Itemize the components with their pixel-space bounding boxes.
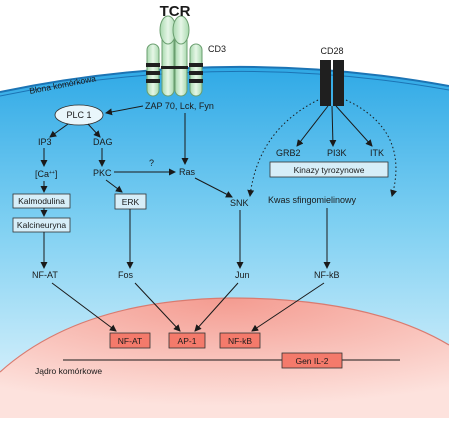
nfat-nuclear-label: NF-AT <box>118 336 142 346</box>
nfkb-nuclear-box <box>219 332 261 349</box>
plc1-node <box>54 104 104 126</box>
pathway-arrows <box>40 105 373 332</box>
gen-il2-label: Gen IL-2 <box>295 356 328 366</box>
cd28-label: CD28 <box>320 46 343 56</box>
kinazy-label: Kinazy tyrozynowe <box>294 165 365 175</box>
pkc-label: PKC <box>93 168 112 178</box>
itk-label: ITK <box>370 148 384 158</box>
ap1-nuclear-box <box>168 332 206 349</box>
kwas-label: Kwas sfingomielinowy <box>268 195 357 205</box>
grb2-label: GRB2 <box>276 148 301 158</box>
jun-label: Jun <box>235 270 250 280</box>
zap70-label: ZAP 70, Lck, Fyn <box>145 101 214 111</box>
fos-label: Fos <box>118 270 134 280</box>
kinazy-box <box>269 161 389 178</box>
question-label: ? <box>149 158 154 168</box>
nfat-nuclear-box <box>109 332 151 349</box>
kalmodulina-box <box>12 193 71 209</box>
ras-label: Ras <box>179 167 196 177</box>
nfat-cyto-label: NF-AT <box>32 270 58 280</box>
cell-membrane <box>0 65 449 93</box>
ip3-label: IP3 <box>38 137 52 147</box>
plc1-label: PLC 1 <box>66 110 91 120</box>
dag-label: DAG <box>93 137 113 147</box>
ca-label: [Ca++] <box>35 169 57 179</box>
ap1-nuclear-label: AP-1 <box>178 336 197 346</box>
nfkb-nuclear-label: NF-kB <box>228 336 252 346</box>
tcr-receptor <box>146 15 203 97</box>
cd28-receptor <box>320 60 344 106</box>
nucleus-label: Jądro komórkowe <box>35 366 102 376</box>
dotted-pathways <box>247 99 397 197</box>
kalcineuryna-box <box>12 217 71 233</box>
kalmodulina-label: Kalmodulina <box>18 196 65 206</box>
gen-il2-box <box>281 352 343 369</box>
tcr-label: TCR <box>160 3 191 20</box>
cd3-label: CD3 <box>208 44 226 54</box>
erk-label: ERK <box>122 197 140 207</box>
kalcineuryna-label: Kalcineuryna <box>17 220 66 230</box>
pi3k-label: PI3K <box>327 148 347 158</box>
nfkb-cyto-label: NF-kB <box>314 270 340 280</box>
snk-label: SNK <box>230 198 249 208</box>
